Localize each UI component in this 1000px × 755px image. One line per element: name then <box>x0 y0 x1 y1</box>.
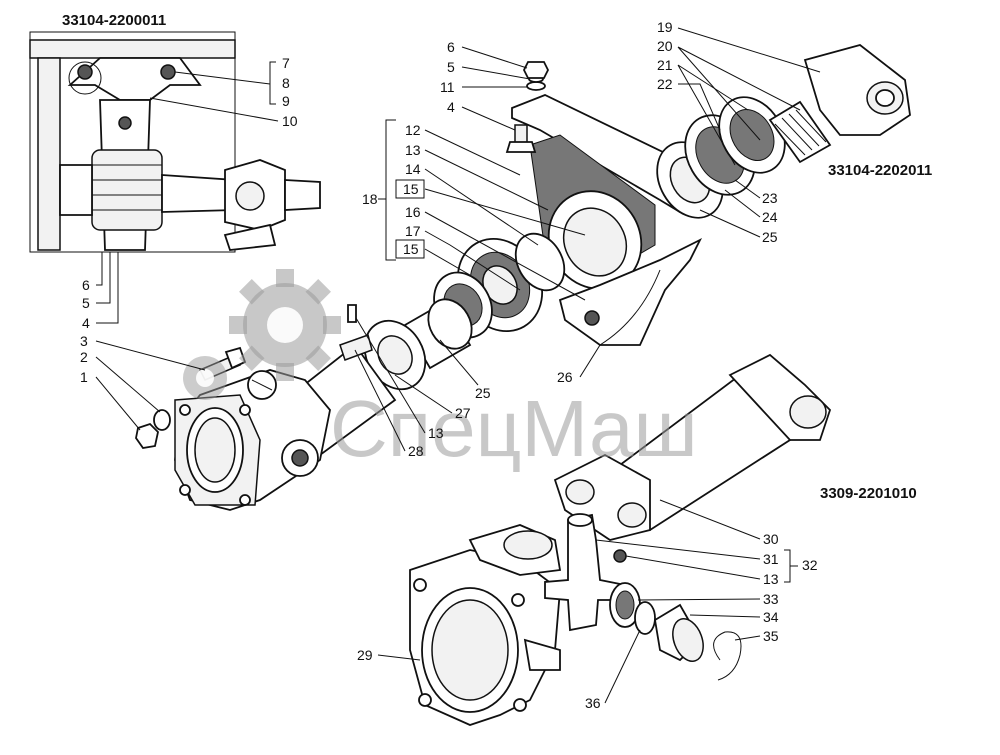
support-grease-fitting <box>584 310 600 326</box>
code-label-top-right: 33104-2202011 <box>828 162 932 179</box>
callout-7: 7 <box>282 55 290 71</box>
inset-bolt-right <box>160 64 176 80</box>
callout-18: 18 <box>362 191 378 207</box>
callout-4-left: 4 <box>82 315 90 331</box>
center-support-group <box>505 61 706 346</box>
callout-15-box-upper <box>395 179 425 199</box>
part-nut-6 <box>522 61 550 79</box>
gear-icon <box>229 269 341 381</box>
part-washer-11 <box>526 81 546 91</box>
callout-36: 36 <box>585 695 601 711</box>
callout-6: 6 <box>447 39 455 55</box>
inset-detail <box>29 31 321 253</box>
watermark: СпецМаш <box>183 269 698 473</box>
callout-4: 4 <box>447 99 455 115</box>
callout-25-center: 25 <box>475 385 491 401</box>
callout-21: 21 <box>657 57 673 73</box>
inset-frame <box>29 31 236 253</box>
callout-24: 24 <box>762 209 778 225</box>
part-snap-ring-35 <box>713 631 742 681</box>
lower-u-joint-assembly <box>409 513 742 726</box>
callout-17: 17 <box>405 223 421 239</box>
inset-shaft-right <box>161 174 236 213</box>
callout-20: 20 <box>657 38 673 54</box>
bracket-7-9 <box>269 61 276 105</box>
callout-25-right: 25 <box>762 229 778 245</box>
inset-bolt-left <box>77 64 93 80</box>
callout-32: 32 <box>802 557 818 573</box>
callout-27: 27 <box>455 405 471 421</box>
callout-19: 19 <box>657 19 673 35</box>
part-cross-31 <box>544 513 626 632</box>
callout-31: 31 <box>763 551 779 567</box>
inset-frame-rail <box>37 57 61 251</box>
callout-3: 3 <box>80 333 88 349</box>
part-clip-28 <box>339 334 373 361</box>
inset-frame-crossmember <box>29 39 236 59</box>
part-grease-fitting-13 <box>613 549 627 563</box>
watermark-text: СпецМаш <box>330 384 698 473</box>
callout-15-upper: 15 <box>403 181 419 197</box>
callout-28: 28 <box>408 443 424 459</box>
callout-15-box-lower <box>395 239 425 259</box>
callout-35: 35 <box>763 628 779 644</box>
callout-13-center: 13 <box>428 425 444 441</box>
part-nut-1 <box>135 422 159 449</box>
callout-23: 23 <box>762 190 778 206</box>
leader-10 <box>149 97 279 122</box>
callout-8: 8 <box>282 75 290 91</box>
part-grease-nipple <box>347 304 357 323</box>
right-bearing-stack <box>656 44 911 219</box>
code-label-middle-right: 3309-2201010 <box>820 485 917 502</box>
bracket-32 <box>784 549 798 583</box>
left-shaft-assembly <box>135 304 397 511</box>
inset-shaft-left <box>59 164 93 216</box>
part-spline-20 <box>768 100 832 164</box>
callout-13: 13 <box>405 142 421 158</box>
callout-34: 34 <box>763 609 779 625</box>
callout-29: 29 <box>357 647 373 663</box>
callout-11: 11 <box>440 79 455 95</box>
callout-12: 12 <box>405 122 421 138</box>
callout-30: 30 <box>763 531 779 547</box>
bracket-18 <box>378 119 396 261</box>
callout-10: 10 <box>282 113 298 129</box>
inset-shaft-end <box>284 179 321 211</box>
part-washer-2 <box>153 409 171 431</box>
code-label-top-left: 33104-2200011 <box>62 12 166 29</box>
inset-highlight-circle <box>68 61 102 95</box>
callout-14: 14 <box>405 161 421 177</box>
callout-33: 33 <box>763 591 779 607</box>
callout-5-left: 5 <box>82 295 90 311</box>
callout-5: 5 <box>447 59 455 75</box>
callout-6-left: 6 <box>82 277 90 293</box>
callout-16: 16 <box>405 204 421 220</box>
callout-1: 1 <box>80 369 88 385</box>
callout-26: 26 <box>557 369 573 385</box>
callout-15-lower: 15 <box>403 241 419 257</box>
part-ring-36 <box>634 601 656 635</box>
callout-9: 9 <box>282 93 290 109</box>
leader-7-9 <box>174 71 271 85</box>
center-bearing-stack <box>363 232 566 391</box>
callout-13-lower: 13 <box>763 571 779 587</box>
inset-bolt-center <box>118 116 132 130</box>
callout-22: 22 <box>657 76 673 92</box>
callout-2: 2 <box>80 349 88 365</box>
inset-cushion <box>91 149 163 231</box>
small-gear-icon <box>183 356 227 400</box>
